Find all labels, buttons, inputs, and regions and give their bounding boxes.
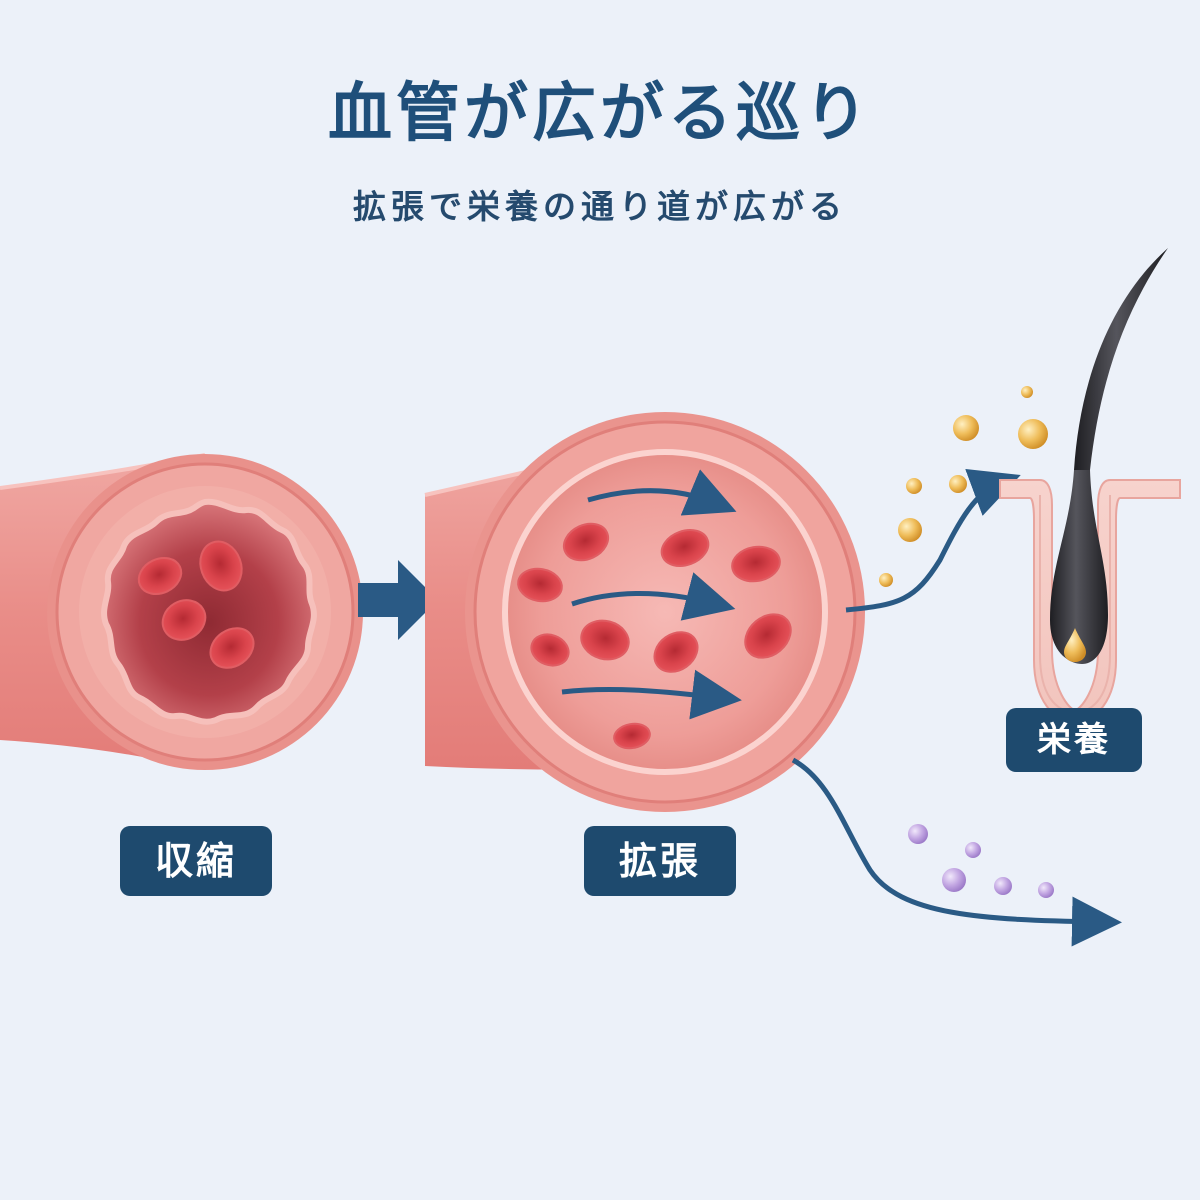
page-title: 血管が広がる巡り bbox=[328, 77, 872, 151]
red-blood-cell-icon bbox=[731, 545, 781, 583]
dilated-vessel bbox=[424, 412, 865, 812]
red-blood-cell-icon bbox=[137, 557, 183, 595]
red-blood-cell-icon bbox=[530, 633, 570, 667]
red-blood-cell-icon bbox=[580, 619, 630, 661]
page-subtitle: 拡張で栄養の通り道が広がる bbox=[353, 187, 847, 226]
label-contracted: 収縮 bbox=[120, 826, 272, 896]
dilated-lumen bbox=[502, 449, 828, 775]
label-nutrient: 栄養 bbox=[1006, 708, 1142, 772]
red-blood-cell-icon bbox=[199, 540, 243, 592]
red-blood-cell-icon bbox=[744, 613, 792, 659]
nutrient-particle-icon bbox=[949, 475, 967, 493]
red-blood-cell-icon bbox=[562, 522, 610, 562]
nutrient-particle-icon bbox=[942, 868, 966, 892]
nutrient-particle-icon bbox=[965, 842, 981, 858]
dermal-papilla bbox=[1064, 628, 1086, 662]
red-blood-cell-icon bbox=[660, 529, 710, 567]
nutrient-particle-icon bbox=[953, 415, 979, 441]
red-blood-cell-icon bbox=[653, 631, 699, 673]
contracted-lumen bbox=[101, 498, 317, 725]
nutrient-particles-purple bbox=[908, 824, 1054, 898]
nutrient-particle-icon bbox=[1038, 882, 1054, 898]
nutrient-particle-icon bbox=[898, 518, 922, 542]
hair-strand bbox=[1074, 248, 1168, 470]
nutrient-particle-icon bbox=[994, 877, 1012, 895]
nutrient-particle-icon bbox=[879, 573, 893, 587]
label-dilated: 拡張 bbox=[584, 826, 736, 896]
arrow-right-icon bbox=[358, 560, 438, 640]
nutrient-particle-icon bbox=[1021, 386, 1033, 398]
lower-branch-arrow-icon bbox=[791, 757, 1122, 947]
red-blood-cell-icon bbox=[209, 627, 255, 669]
flow-arrow-icon bbox=[587, 469, 737, 516]
red-blood-cell-icon bbox=[161, 599, 207, 641]
nutrient-particles-gold bbox=[879, 386, 1048, 587]
nutrient-particle-icon bbox=[906, 478, 922, 494]
red-blood-cell-icon bbox=[517, 567, 563, 603]
nutrient-particle-icon bbox=[1018, 419, 1048, 449]
nutrient-particle-icon bbox=[908, 824, 928, 844]
red-blood-cell-icon bbox=[613, 722, 651, 750]
upper-branch-arrow-icon bbox=[845, 469, 1021, 613]
flow-arrow-icon bbox=[561, 669, 742, 720]
hair-bulb bbox=[1050, 470, 1108, 664]
contracted-vessel bbox=[0, 453, 363, 770]
hair-follicle-icon bbox=[999, 248, 1181, 724]
flow-arrow-icon bbox=[571, 572, 736, 621]
